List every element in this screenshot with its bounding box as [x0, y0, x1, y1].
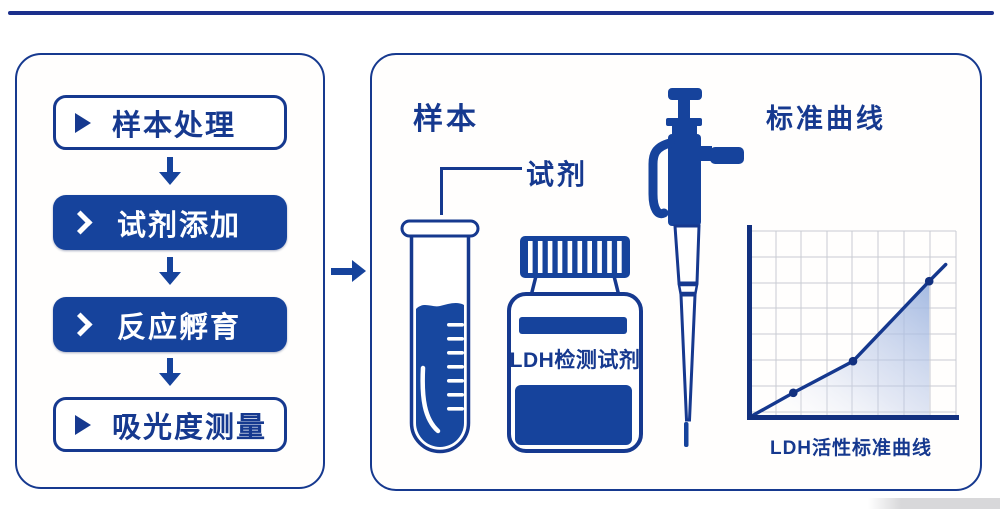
cap-ribs [528, 241, 622, 273]
play-icon [75, 112, 91, 133]
pipette-finger-hook [648, 138, 675, 219]
step-box-reaction-incubation: 反应孵育 [53, 297, 287, 352]
graduation-marks [447, 323, 464, 411]
test-tube-rim [400, 219, 480, 238]
bottle-lower-block [515, 385, 632, 445]
play-icon [75, 414, 91, 435]
bottle-cap [520, 236, 630, 278]
curve-area [750, 281, 930, 417]
pipette-collar [672, 126, 697, 136]
reagent-label: 试剂 [526, 159, 589, 190]
down-arrow-icon [159, 257, 181, 285]
pipette-plunger-base [666, 118, 702, 126]
right-arrow-icon [331, 260, 366, 282]
pipette-plunger-stem [678, 98, 690, 120]
reagent-callout-line [440, 167, 443, 215]
reagent-bottle-illustration [507, 236, 643, 453]
pipette-tip-needle [684, 422, 689, 447]
top-divider-line [8, 11, 994, 15]
down-arrow-icon [159, 157, 181, 185]
standard-curve-chart [747, 225, 959, 420]
chevron-right-icon [68, 210, 93, 235]
step-label: 吸光度测量 [112, 411, 268, 444]
liquid-highlight [420, 365, 441, 434]
pipette-plunger-button [668, 88, 702, 100]
reagent-callout-line [440, 167, 522, 170]
data-point-marker [924, 276, 934, 286]
step-label: 样本处理 [112, 109, 237, 142]
step-box-reagent-addition: 试剂添加 [53, 195, 287, 250]
bottle-label: LDH检测试剂 [509, 349, 641, 372]
sample-label: 样本 [413, 103, 479, 136]
pipette-shaft-joint [677, 283, 699, 295]
chevron-right-icon [68, 312, 93, 337]
curve-title: 标准曲线 [766, 104, 886, 134]
step-label: 反应孵育 [117, 311, 242, 344]
pipette-illustration [648, 88, 744, 447]
pipette-tip-cone [679, 293, 697, 422]
step-box-absorbance-measurement: 吸光度测量 [53, 397, 287, 452]
pipette-shaft [673, 224, 701, 285]
bottle-band [519, 317, 627, 334]
curve-points [789, 276, 934, 398]
corner-shadow [868, 498, 1000, 509]
pipette-side-connector [700, 146, 712, 161]
pipette-ejector-button [710, 147, 744, 164]
step-label: 试剂添加 [117, 209, 242, 242]
test-tube-illustration [400, 219, 480, 454]
pipette-body [668, 134, 701, 226]
data-point-marker [789, 388, 798, 398]
down-arrow-icon [159, 358, 181, 386]
step-box-sample-processing: 样本处理 [53, 95, 287, 150]
chart-caption: LDH活性标准曲线 [769, 438, 933, 459]
data-point-marker [848, 356, 858, 366]
